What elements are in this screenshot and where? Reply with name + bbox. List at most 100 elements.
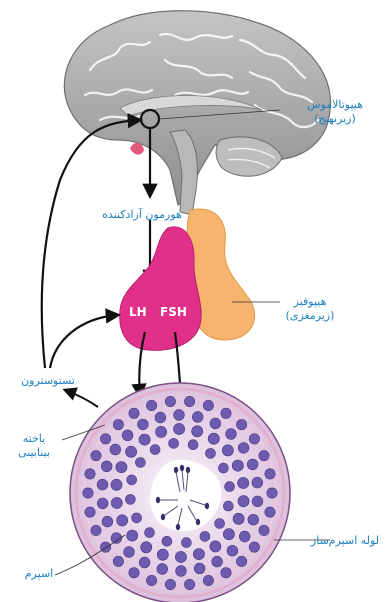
germ-cell <box>145 528 155 538</box>
germ-cell <box>222 445 233 456</box>
germ-cell <box>116 462 127 473</box>
germ-cell <box>100 434 110 444</box>
germ-cell <box>91 525 101 535</box>
arrow-feedback-pituitary <box>50 315 118 368</box>
germ-cell <box>101 461 112 472</box>
germ-cell <box>129 408 139 418</box>
germ-cell <box>127 530 138 541</box>
germ-cell <box>135 458 145 468</box>
germ-cell <box>215 519 225 529</box>
sperm-head <box>196 519 200 525</box>
germ-cell <box>124 547 135 558</box>
germ-cell <box>248 514 259 525</box>
germ-cell <box>169 438 179 448</box>
germ-cell <box>192 412 203 423</box>
germ-cell <box>233 513 244 524</box>
germ-cell <box>122 430 133 441</box>
germ-cell <box>174 423 185 434</box>
germ-cell <box>203 400 213 410</box>
sperm-head <box>161 514 165 520</box>
germ-cell <box>188 440 198 450</box>
pituitary-label: هیپوفیز (زیرمغزی) <box>270 295 350 323</box>
germ-cell <box>259 525 269 535</box>
germ-cell <box>249 542 259 552</box>
sperm-label: اسپرم <box>14 567 64 581</box>
germ-cell <box>200 531 210 541</box>
germ-cell <box>221 568 231 578</box>
germ-cell <box>206 448 216 458</box>
germ-cell <box>210 541 221 552</box>
germ-cell <box>226 429 237 440</box>
germ-cell <box>97 498 108 509</box>
germ-cell <box>132 513 142 523</box>
germ-cell <box>247 459 258 470</box>
germ-cell <box>192 426 203 437</box>
germ-cell <box>125 494 135 504</box>
germ-cell <box>155 412 166 423</box>
hypothalamus-label: هیپوتالاموس (زیرنهنج) <box>285 98 385 126</box>
germ-cell <box>150 445 160 455</box>
germ-cell <box>184 579 194 589</box>
germ-cell <box>146 575 156 585</box>
germ-cell <box>126 446 137 457</box>
germ-cell <box>238 477 249 488</box>
fsh-label: FSH <box>160 305 187 319</box>
germ-cell <box>223 501 233 511</box>
germ-cell <box>236 556 246 566</box>
germ-cell <box>252 477 263 488</box>
sperm-head <box>205 503 209 509</box>
germ-cell <box>252 496 263 507</box>
germ-cell <box>184 396 194 406</box>
germ-cell <box>113 556 123 566</box>
germ-cell <box>176 566 187 577</box>
seminiferous-tubule <box>70 383 290 602</box>
germ-cell <box>223 529 234 540</box>
germ-cell <box>221 408 231 418</box>
germ-cell <box>102 516 113 527</box>
germ-cell <box>139 434 150 445</box>
germ-cell <box>225 482 235 492</box>
germ-cell <box>249 434 259 444</box>
arrow-testosterone-source <box>65 390 98 407</box>
germ-cell <box>212 556 223 567</box>
germ-cell <box>117 515 128 526</box>
hypothalamus-label-note: (زیرنهنج) <box>285 112 385 126</box>
germ-cell <box>91 450 101 460</box>
germ-cell <box>203 575 213 585</box>
germ-cell <box>232 460 243 471</box>
germ-cell <box>265 469 275 479</box>
interstitial-cell-label-line1: یاخته <box>4 432 64 446</box>
germ-cell <box>162 536 172 546</box>
germ-cell <box>267 488 277 498</box>
germ-cell <box>157 564 168 575</box>
germ-cell <box>227 545 238 556</box>
seminiferous-tubule-label: لوله اسپرم‌ساز <box>300 534 390 548</box>
germ-cell <box>138 419 149 430</box>
germ-cell <box>139 557 150 568</box>
germ-cell <box>156 426 167 437</box>
germ-cell <box>157 549 168 560</box>
germ-cell <box>85 507 95 517</box>
germ-cell <box>208 433 219 444</box>
germ-cell <box>181 538 191 548</box>
germ-cell <box>193 549 204 560</box>
germ-cell <box>218 463 228 473</box>
germ-cell <box>236 419 246 429</box>
releasing-hormone-label: هورمون آزادکننده <box>92 208 192 222</box>
germ-cell <box>146 400 156 410</box>
germ-cell <box>111 497 122 508</box>
hypothalamus-label-main: هیپوتالاموس <box>285 98 385 112</box>
germ-cell <box>83 488 93 498</box>
germ-cell <box>239 531 250 542</box>
pituitary-label-main: هیپوفیز <box>270 295 350 309</box>
germ-cell <box>238 496 249 507</box>
germ-cell <box>265 507 275 517</box>
germ-cell <box>165 396 175 406</box>
germ-cell <box>97 479 108 490</box>
germ-cell <box>210 418 221 429</box>
germ-cell <box>85 469 95 479</box>
interstitial-cell-label-line2: بینابینی <box>4 446 64 460</box>
interstitial-cell-label: یاخته بینابینی <box>4 432 64 460</box>
testosterone-label: تستوسترون <box>8 374 88 388</box>
germ-cell <box>110 444 121 455</box>
